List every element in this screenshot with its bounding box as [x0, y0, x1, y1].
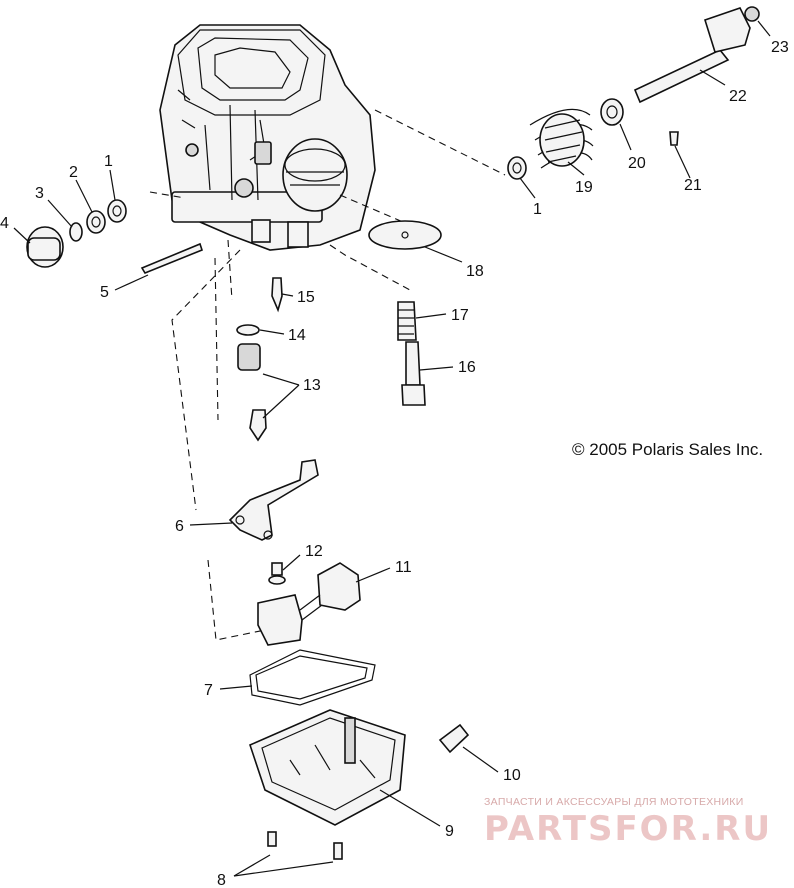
callout-19: 19: [575, 179, 593, 196]
callout-22: 22: [729, 88, 747, 105]
callout-16: 16: [458, 359, 476, 376]
callout-21: 21: [684, 177, 702, 194]
assembly-lines: [149, 109, 506, 641]
callout-2: 2: [69, 164, 78, 181]
callout-1-left: 1: [104, 153, 113, 170]
callout-9: 9: [445, 823, 454, 840]
callout-12: 12: [305, 543, 323, 560]
center-parts: [228, 277, 376, 706]
callout-18: 18: [466, 263, 484, 280]
callout-1-right: 1: [533, 201, 542, 218]
carburetor-body: [159, 24, 376, 251]
callout-10: 10: [503, 767, 521, 784]
callout-17: 17: [451, 307, 469, 324]
left-parts: [26, 199, 203, 274]
callout-23: 23: [771, 39, 789, 56]
callout-20: 20: [628, 155, 646, 172]
leader-lines: [13, 20, 771, 877]
right-parts: [368, 6, 760, 406]
callout-8: 8: [217, 872, 226, 888]
callout-11: 11: [395, 559, 412, 576]
watermark-logo: PARTSFOR.RU: [484, 809, 772, 849]
callout-13: 13: [303, 377, 321, 394]
callout-6: 6: [175, 518, 184, 535]
callout-5: 5: [100, 284, 109, 301]
callout-7: 7: [204, 682, 213, 699]
callout-labels: 1 2 3 4 5 6 7 8 9 10 11 12 13 14 15 16 1…: [0, 39, 789, 888]
watermark-tagline: ЗАПЧАСТИ И АКСЕССУАРЫ ДЛЯ МОТОТЕХНИКИ: [484, 796, 744, 808]
callout-14: 14: [288, 327, 306, 344]
float-bowl: [249, 709, 470, 860]
callout-15: 15: [297, 289, 315, 306]
callout-3: 3: [35, 185, 44, 202]
callout-4: 4: [0, 215, 9, 232]
copyright-notice: © 2005 Polaris Sales Inc.: [572, 440, 763, 459]
